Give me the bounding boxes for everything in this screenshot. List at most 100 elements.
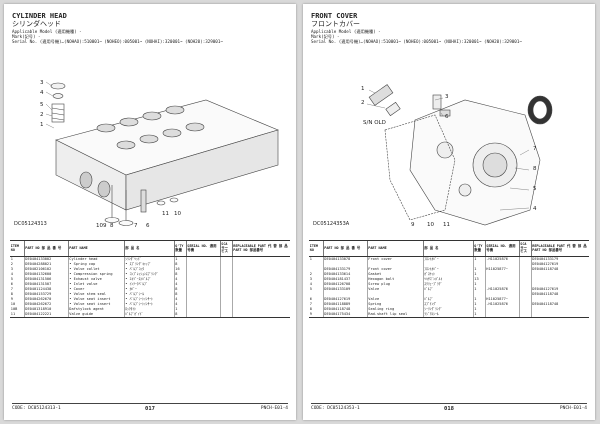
table-cell: ﾊﾞﾙﾌﾞ [422,287,473,293]
table-cell [322,262,367,268]
table-cell: 1 [472,256,485,263]
table-cell [231,312,290,319]
table-cell: DE0404133002 [23,256,68,263]
table-cell: 8 [10,292,13,297]
table-cell [366,292,423,298]
table-cell: 1 [472,302,485,308]
table-cell: • Valve seat insert [67,297,124,303]
table-cell [185,292,220,298]
table-cell: Front cover [366,267,423,273]
table-cell: H11025877~ [484,297,519,303]
table-cell: 8 [173,272,186,278]
column-header: REPLACEABLE PART 代 替 部 品 PART NO 部品番号 [530,239,589,258]
callout-9: 9 [411,222,415,228]
table-cell [231,262,290,268]
table-cell [231,277,290,283]
table-cell [185,302,220,308]
table-cell: DE0401124438 [23,287,68,293]
column-header: PART NAME [366,239,423,258]
table-cell: Screw plug [366,282,423,288]
callout-7: 7 [533,146,537,152]
callout-10b: 10 [174,211,181,217]
callout-1: 1 [40,122,44,128]
callout-6: 6 [146,223,150,228]
table-row[interactable]: DE0404118748 [309,292,589,298]
table-cell: 1 [472,267,485,273]
table-cell: • Valve seat insert [67,302,124,308]
column-header: ITEM NO [10,239,24,258]
table-cell: 1 [173,256,186,263]
table-cell: ｶﾞｽｹｯﾄ [422,272,473,278]
table-cell [518,256,531,263]
table-cell [366,262,423,268]
table-cell: 7 [10,287,13,292]
table-cell [185,282,220,288]
table-cell: DE0404133109 [322,287,367,293]
table-cell [484,312,519,319]
table-cell: • ﾊﾞﾙﾌﾞｺｯﾀ [123,267,174,273]
table-cell [185,277,220,283]
table-cell [518,267,531,273]
table-cell: 5 [10,277,13,282]
callout-6: 6 [445,114,449,120]
page-footer: CODE: DC05124353-1 018 PNCH-E01-4 [311,403,587,414]
table-cell [518,302,531,308]
table-cell [322,292,367,298]
table-cell: 11 [10,312,24,319]
cylinder-head-diagram: 3 4 5 2 1 10 9 8 7 6 11 10 [40,80,279,228]
table-cell [185,307,220,313]
catalog-page-right: FRONT COVER フロントカバー Applicable Model (適用… [303,4,595,420]
page-header: CYLINDER HEAD シリンダヘッド Applicable Model (… [12,12,290,45]
table-cell [530,282,589,288]
table-cell: 16 [173,267,186,273]
table-cell: 8 [173,312,186,319]
figure-code: DC05124313 [14,221,47,227]
table-cell: 1 [173,307,186,313]
column-header: ITEM NO [309,239,323,258]
table-cell [185,256,220,263]
table-cell: Valve [366,297,423,303]
table-cell [484,282,519,288]
table-cell: • Valve collet [67,267,124,273]
table-cell [231,272,290,278]
serial-range: Serial No. (適用号機)…(NOHAO):510001~ (NOHEO… [12,39,223,45]
table-cell [219,292,232,298]
table-cell [219,297,232,303]
callout-11: 11 [443,222,450,228]
column-header: PART NO 部 品 番 号 [322,239,367,258]
table-cell [484,262,519,268]
table-cell [530,272,589,278]
table-cell: 9 [10,297,13,302]
table-cell: 2 [10,262,13,267]
mark-label: Mark(記号) - [311,34,340,40]
table-cell: 10 [10,302,16,307]
table-cell [231,282,290,288]
table-cell: DE0404122221 [23,312,68,319]
table-row[interactable]: DE0404127619 [309,262,589,268]
table-cell [231,307,290,313]
applicable-model: Applicable Model (適用機種) - [12,29,82,34]
